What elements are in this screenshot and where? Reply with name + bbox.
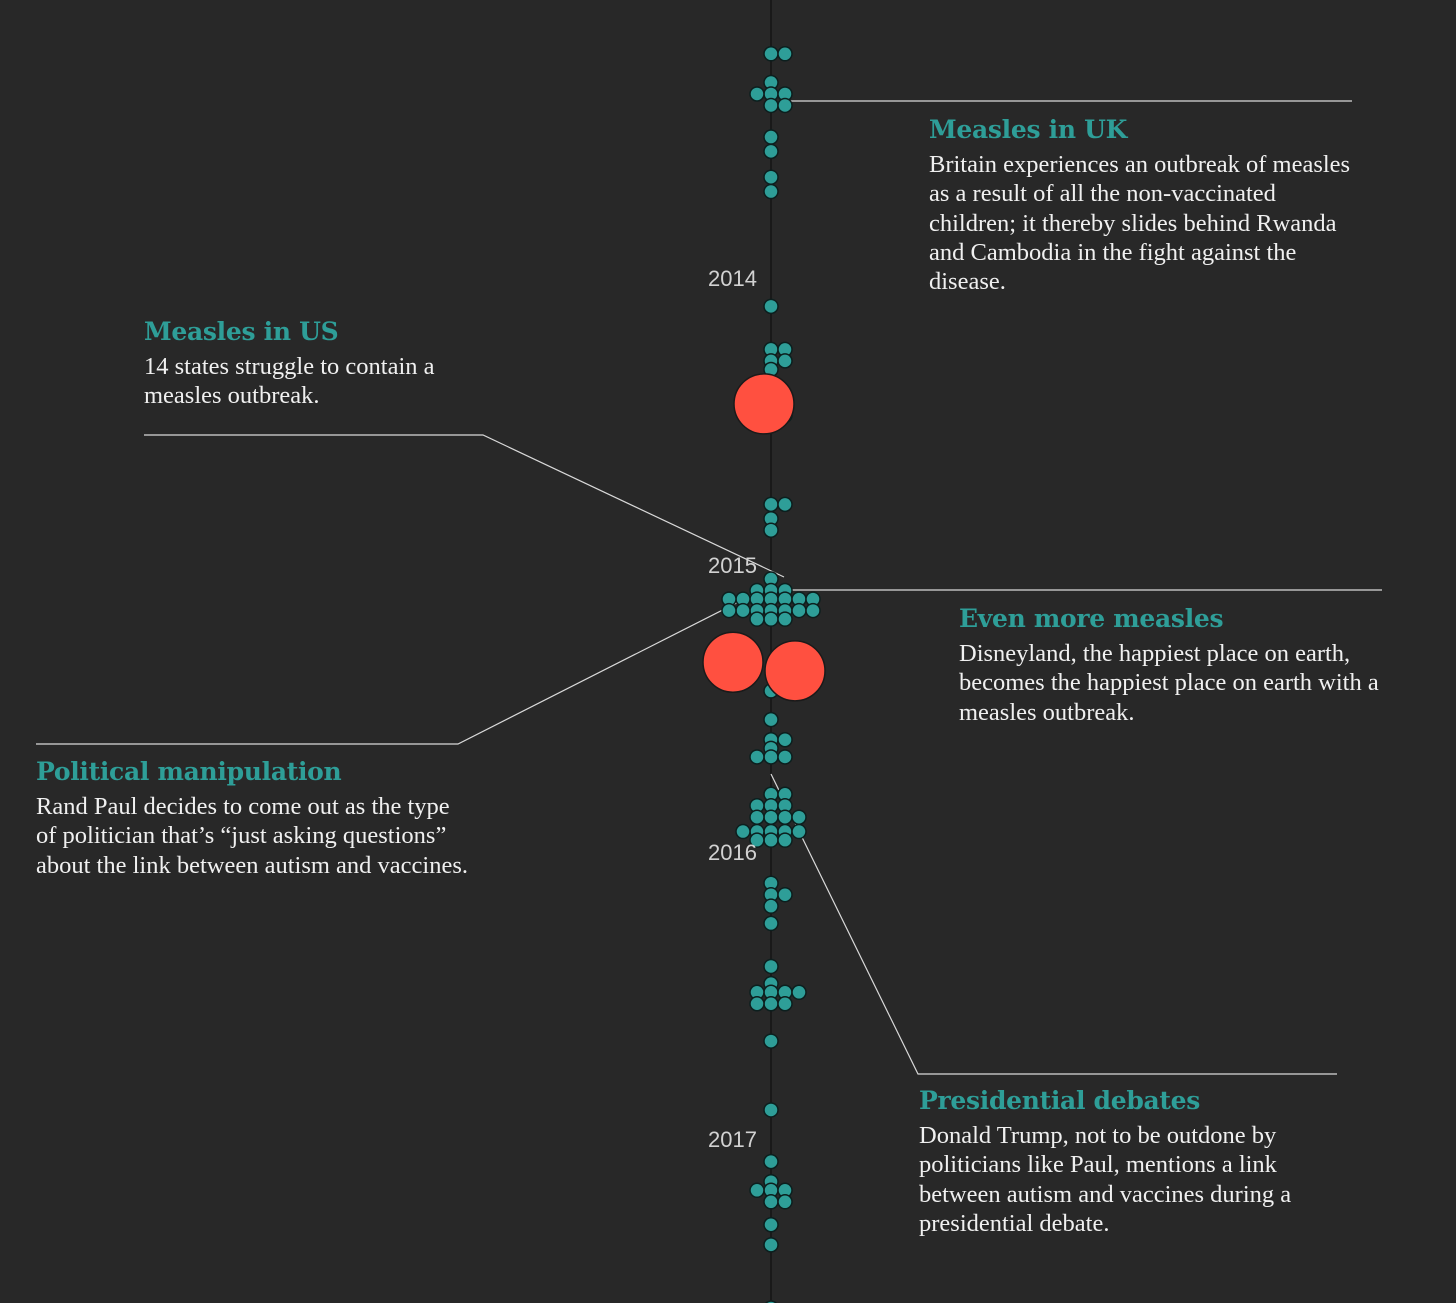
event-dot <box>763 1033 779 1049</box>
event-dot <box>777 611 793 627</box>
event-dot <box>749 832 765 848</box>
event-dot <box>763 832 779 848</box>
year-tick-label: 2016 <box>708 840 757 865</box>
event-dot <box>763 749 779 765</box>
event-dot <box>763 129 779 145</box>
event-dot <box>765 1300 777 1303</box>
event-dot <box>749 809 765 825</box>
event-dot <box>763 496 779 513</box>
event-dot <box>791 809 807 825</box>
event-dot <box>763 915 779 932</box>
event-dot <box>763 809 779 825</box>
event-dot <box>749 611 765 627</box>
annotation-title: Presidential debates <box>919 1086 1201 1115</box>
leader-line-political-manipulation <box>36 585 771 745</box>
event-dot <box>777 996 793 1012</box>
annotation-body: Donald Trump, not to be outdone by polit… <box>919 1122 1292 1237</box>
leader-line-measles-us <box>144 434 785 578</box>
year-tick-label: 2017 <box>708 1127 757 1152</box>
event-dot <box>763 611 779 627</box>
event-dot <box>777 832 793 848</box>
event-dot <box>777 886 793 903</box>
event-dot <box>777 97 793 114</box>
event-dot <box>763 143 779 160</box>
event-dot <box>791 984 807 1001</box>
event-dot <box>763 958 779 975</box>
event-dot <box>763 996 779 1012</box>
annotation-measles-uk: Measles in UK Britain experiences an out… <box>929 115 1359 296</box>
event-dot <box>763 1153 779 1170</box>
annotation-body: 14 states struggle to contain a measles … <box>144 353 435 410</box>
event-dot <box>777 46 793 62</box>
annotation-body: Rand Paul decides to come out as the typ… <box>36 793 469 879</box>
event-dot <box>777 496 793 513</box>
annotation-measles-us: Measles in US 14 states struggle to cont… <box>144 317 494 411</box>
year-tick-label: 2014 <box>708 266 757 291</box>
event-dot <box>805 602 821 619</box>
leader-line-presidential-debates <box>770 773 1337 1075</box>
event-dot <box>763 522 779 538</box>
event-dot <box>791 823 807 840</box>
event-dots <box>721 46 821 1303</box>
annotation-body: Britain experiences an outbreak of measl… <box>929 151 1351 296</box>
annotation-title: Measles in US <box>144 317 339 346</box>
event-dot <box>763 711 779 728</box>
annotation-even-more-measles: Even more measles Disneyland, the happie… <box>959 604 1399 727</box>
annotation-body: Disneyland, the happiest place on earth,… <box>959 640 1379 726</box>
annotation-title: Even more measles <box>959 604 1224 633</box>
leader-lines <box>36 100 1382 1075</box>
event-dot <box>735 602 751 619</box>
event-dot <box>749 749 765 765</box>
event-dot <box>777 809 793 825</box>
event-dot <box>763 169 779 185</box>
annotation-title: Measles in UK <box>929 115 1128 144</box>
event-dot <box>763 1217 779 1233</box>
event-dot <box>791 602 807 619</box>
annotation-political-manipulation: Political manipulation Rand Paul decides… <box>36 757 476 880</box>
annotation-title: Political manipulation <box>36 757 342 786</box>
event-dot <box>777 731 793 748</box>
highlight-dot <box>702 631 764 693</box>
year-tick-label: 2015 <box>708 553 757 578</box>
event-dot <box>777 749 793 765</box>
event-dot <box>749 996 765 1012</box>
event-dot <box>763 46 779 62</box>
event-dot <box>777 1194 793 1210</box>
event-dot <box>735 823 751 840</box>
highlight-dot <box>764 640 826 702</box>
event-dot <box>749 86 765 102</box>
event-dot <box>721 602 737 619</box>
event-dot <box>763 1237 779 1253</box>
event-dot <box>777 353 793 369</box>
event-dot <box>763 298 779 315</box>
event-dot <box>749 1182 765 1199</box>
event-dot <box>763 97 779 114</box>
annotation-presidential-debates: Presidential debates Donald Trump, not t… <box>919 1086 1349 1238</box>
event-dot <box>763 898 779 914</box>
event-dot <box>763 183 779 200</box>
event-dot <box>763 1194 779 1210</box>
highlight-dot <box>733 373 795 435</box>
highlight-events <box>702 373 826 702</box>
event-dot <box>763 1102 779 1118</box>
